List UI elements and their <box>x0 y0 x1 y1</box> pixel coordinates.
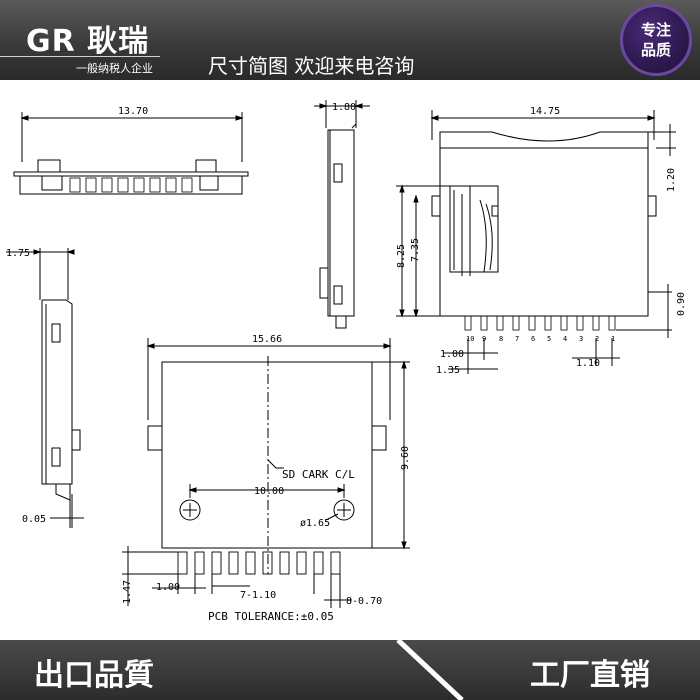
export-quality-label: 出口品質 <box>34 658 154 693</box>
dim-pad-pitch-7: 7-1.10 <box>240 590 276 601</box>
brand-logo-text: GR 耿瑞 <box>26 24 150 59</box>
pcb-footprint: 15.66 9.60 SD CARK C/L 10.00 ø1.65 <box>122 334 411 623</box>
badge-line-2: 品质 <box>640 41 671 59</box>
pin-number: 6 <box>531 335 535 343</box>
dim-0-90: 0.90 <box>676 292 687 316</box>
dim-hole-diameter: ø1.65 <box>300 518 330 529</box>
dim-1-35: 1.35 <box>436 365 460 376</box>
pin-number: 5 <box>547 335 551 343</box>
dim-front-width: 14.75 <box>530 106 560 117</box>
dim-left-bottom: 0.05 <box>22 514 46 525</box>
badge-line-1: 专注 <box>640 21 671 39</box>
brand-underline <box>0 56 160 57</box>
pin-number: 3 <box>579 335 583 343</box>
pin-number: 1 <box>611 335 615 343</box>
dim-pcb-width: 15.66 <box>252 334 282 345</box>
dim-1-00-front: 1.00 <box>440 349 464 360</box>
bottom-banner: 出口品質 工厂直销 <box>0 640 700 700</box>
dim-7-35: 7.35 <box>410 238 421 262</box>
dim-1-20: 1.20 <box>666 168 677 192</box>
dim-pad-height: 1.47 <box>122 580 133 604</box>
dim-pcb-height: 9.60 <box>400 446 411 470</box>
dim-left-top: 1.75 <box>6 248 30 259</box>
front-view: 14.75 10 9 8 7 6 5 4 3 2 <box>396 106 687 376</box>
center-line-label: SD CARK C/L <box>282 468 355 481</box>
dim-top-width: 13.70 <box>118 106 148 117</box>
dim-side-width: 1.80 <box>332 102 356 113</box>
quality-badge: 专注 品质 <box>620 4 692 76</box>
tagline: 尺寸简图 欢迎来电咨询 <box>208 54 415 78</box>
side-view: 1.80 <box>314 100 370 329</box>
pin-number: 10 <box>466 335 474 343</box>
pin-number: 2 <box>595 335 599 343</box>
dim-pad-pitch-8: 8-0.70 <box>346 596 382 607</box>
top-view: 13.70 <box>13 106 249 195</box>
dim-hole-spacing: 10.00 <box>254 486 284 497</box>
pcb-tolerance-note: PCB TOLERANCE:±0.05 <box>208 610 334 623</box>
dimension-drawing: 13.70 1.80 <box>6 100 687 623</box>
left-side-view: 1.75 0.05 <box>6 248 84 528</box>
dim-1-10-front: 1.10 <box>576 358 600 369</box>
banner-slash-decoration <box>396 640 464 700</box>
dim-pad-pitch-1: 1.00 <box>156 582 180 593</box>
company-type-label: 一般纳税人企业 <box>76 62 153 75</box>
dim-8-25: 8.25 <box>396 244 407 268</box>
pin-number: 8 <box>499 335 503 343</box>
top-banner: GR 耿瑞 一般纳税人企业 尺寸简图 欢迎来电咨询 专注 品质 <box>0 0 700 80</box>
pin-number: 7 <box>515 335 519 343</box>
pin-number: 4 <box>563 335 567 343</box>
factory-direct-label: 工厂直销 <box>530 658 650 693</box>
